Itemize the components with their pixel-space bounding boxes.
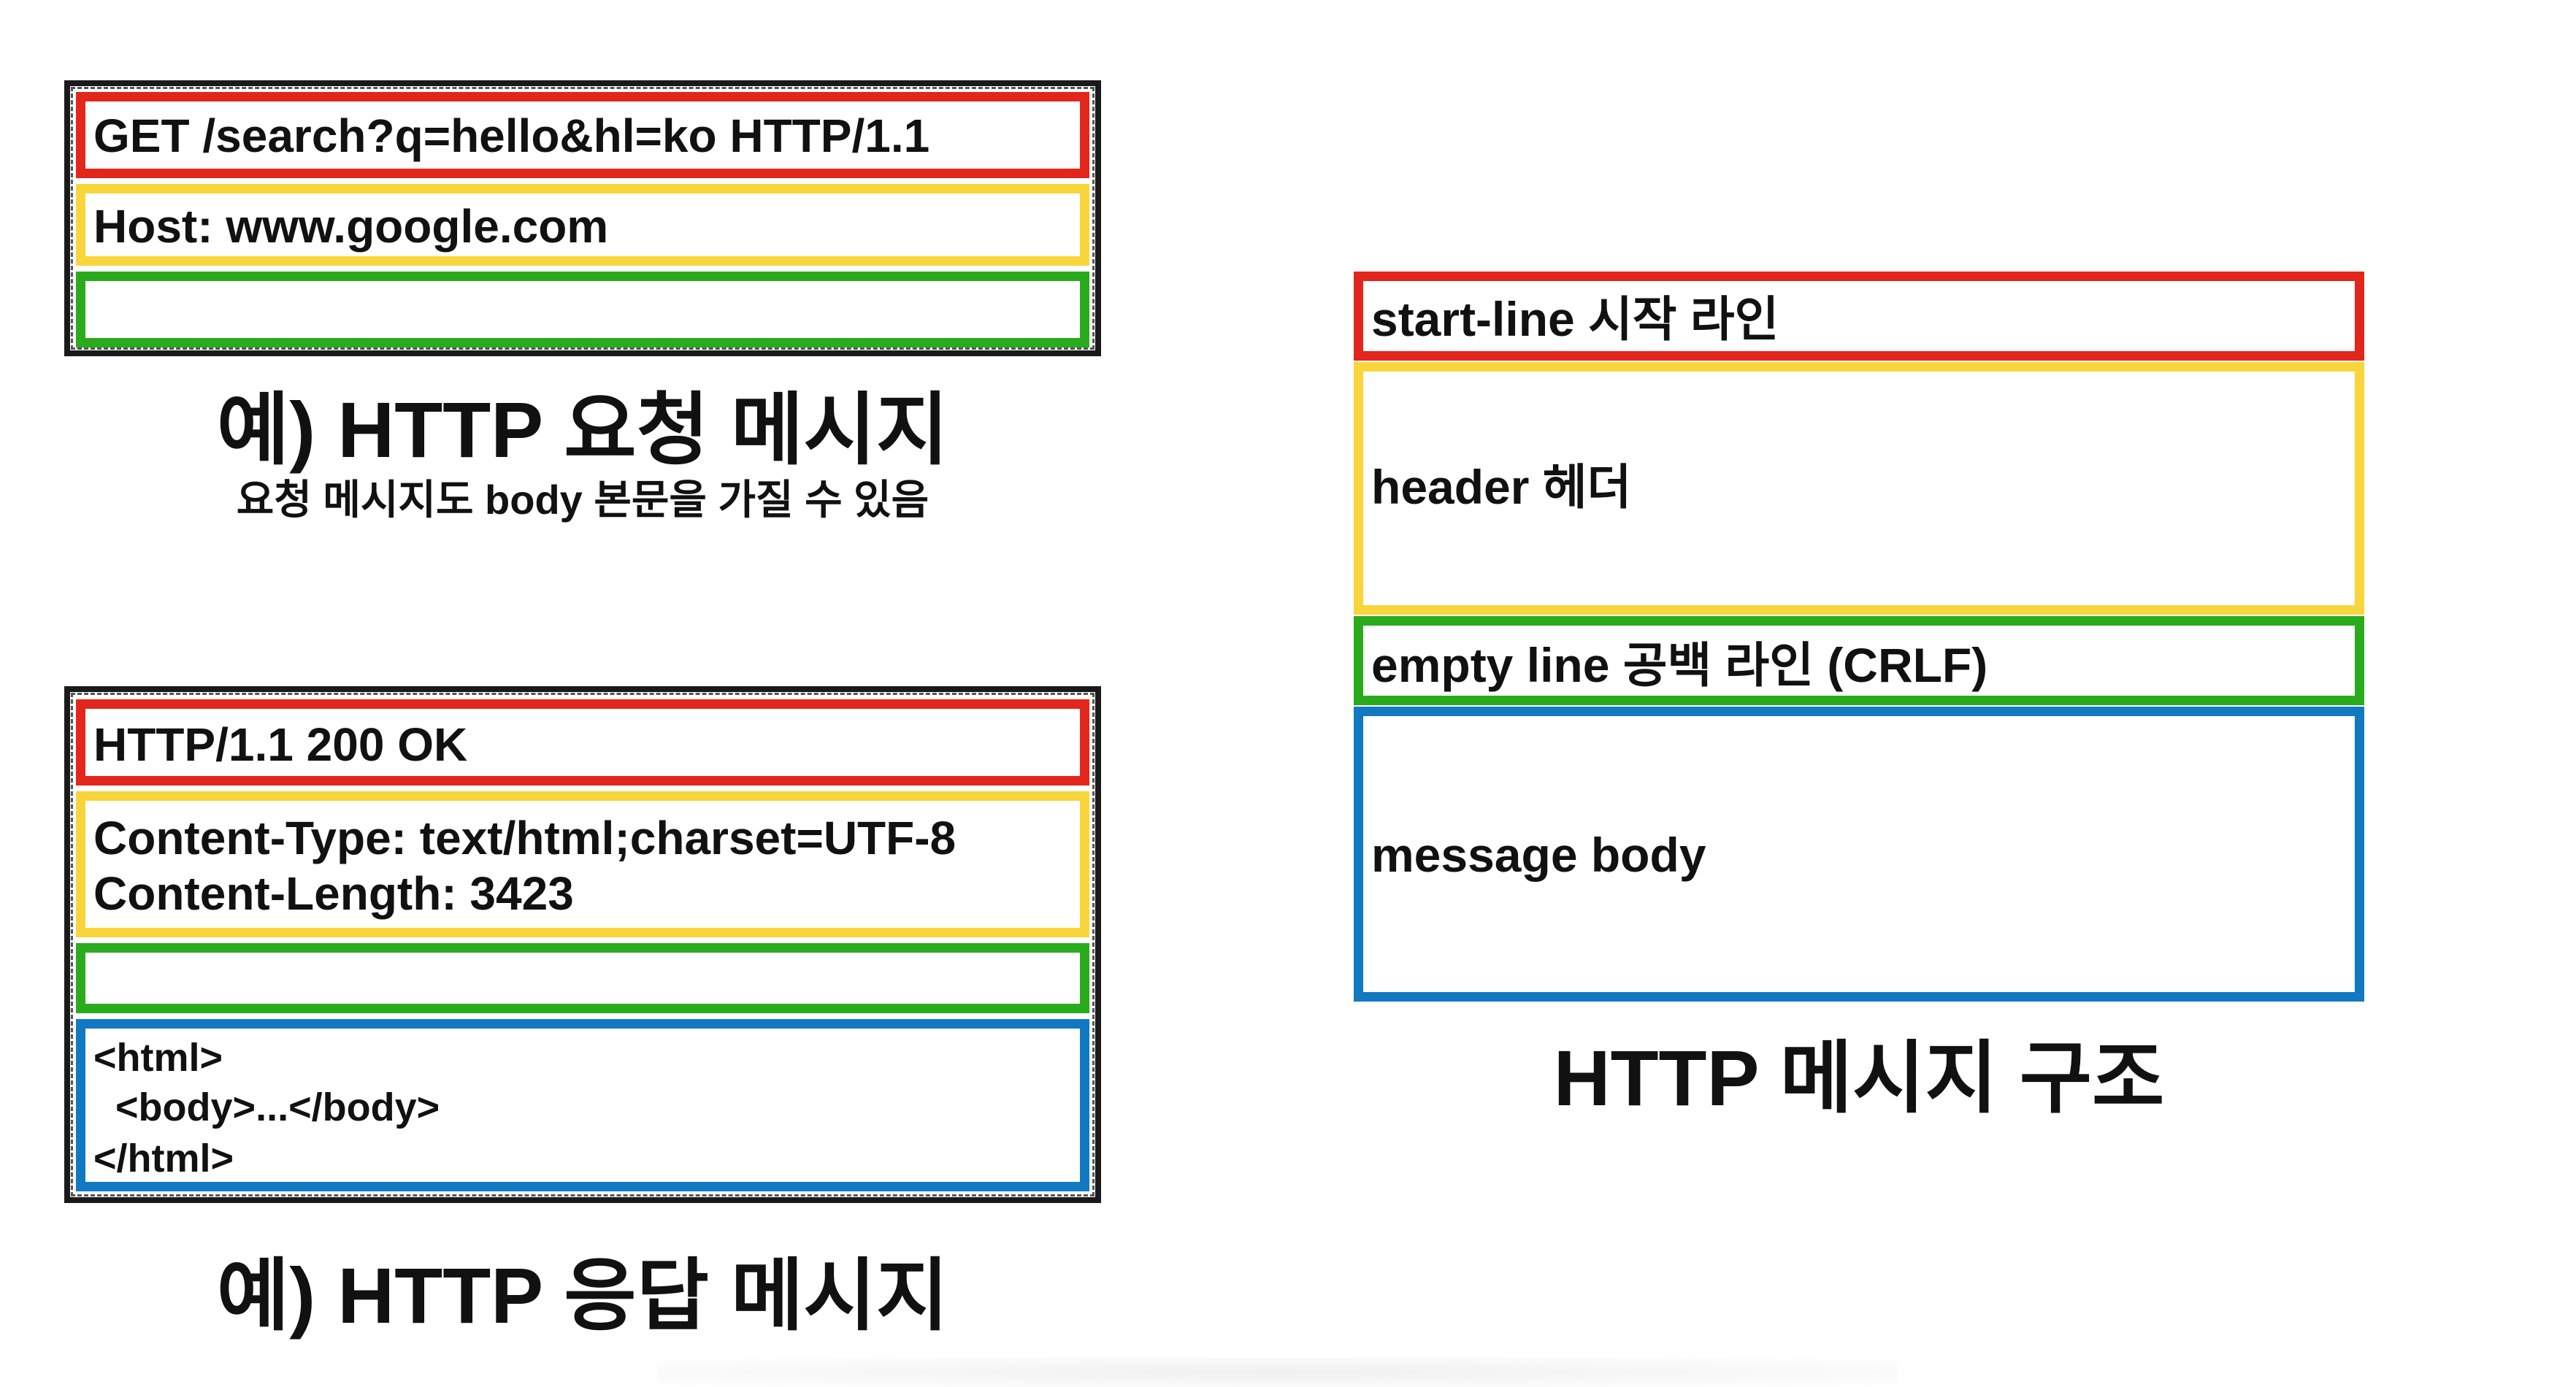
bottom-shadow: [657, 1358, 1898, 1387]
response-body-line-2: <body>...</body>: [93, 1086, 440, 1129]
structure-body-label: message body: [1371, 828, 1706, 882]
structure-header-label: header 헤더: [1371, 460, 1632, 514]
response-message-box: [64, 686, 1101, 1203]
response-body-line-3: </html>: [93, 1137, 234, 1180]
response-header-text-1: Content-Type: text/html;charset=UTF-8: [93, 812, 957, 864]
structure-caption: HTTP 메시지 구조: [1553, 1034, 2165, 1122]
structure-start-line-label: start-line 시작 라인: [1371, 292, 1779, 346]
response-header-text-2: Content-Length: 3423: [93, 867, 574, 920]
structure-empty-line-box: [1354, 616, 2364, 705]
request-caption: 예) HTTP 요청 메시지: [216, 385, 949, 474]
request-header-text: Host: www.google.com: [93, 200, 609, 253]
response-header-box: [76, 791, 1089, 937]
response-body-line-1: <html>: [93, 1036, 223, 1080]
structure-body-box: [1354, 707, 2364, 1002]
request-start-line-box: [76, 92, 1089, 178]
response-start-line-box: [76, 699, 1089, 785]
request-empty-line-box: [76, 272, 1089, 347]
response-body-box: [76, 1019, 1089, 1191]
structure-start-line-box: [1354, 272, 2364, 361]
structure-empty-line-label: empty line 공백 라인 (CRLF): [1371, 638, 1988, 692]
request-body-note: 요청 메시지도 body 본문을 가질 수 있음: [236, 477, 929, 523]
request-header-box: [76, 184, 1089, 266]
response-start-line-text: HTTP/1.1 200 OK: [93, 718, 468, 771]
response-empty-line-box: [76, 943, 1089, 1013]
structure-header-box: [1354, 362, 2364, 615]
request-message-box: [64, 80, 1101, 356]
response-caption: 예) HTTP 응답 메시지: [216, 1251, 949, 1340]
request-start-line-text: GET /search?q=hello&hl=ko HTTP/1.1: [93, 110, 930, 162]
